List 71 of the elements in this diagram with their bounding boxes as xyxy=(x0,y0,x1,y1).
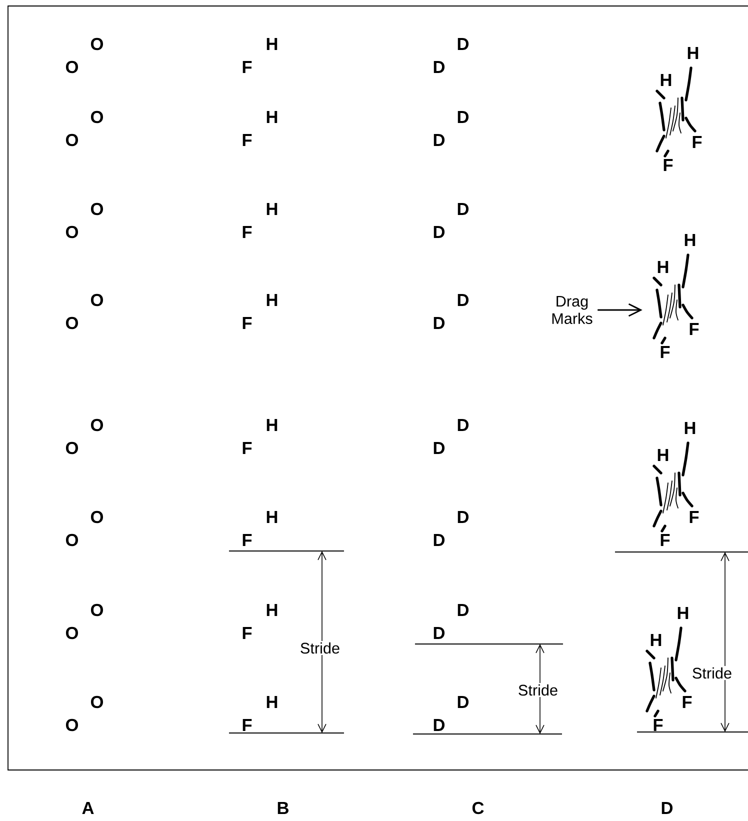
track-letter: D xyxy=(434,442,445,454)
track-letter: F xyxy=(242,534,252,546)
track-letter: O xyxy=(66,226,78,238)
track-letter: O xyxy=(90,202,104,216)
track-letter: O xyxy=(66,534,78,546)
drag-marks-label: Drag Marks xyxy=(552,296,592,324)
track-letter: O xyxy=(66,134,78,146)
column-label: C xyxy=(472,802,484,814)
track-letter: H xyxy=(266,511,278,523)
track-letter: F xyxy=(242,442,252,454)
track-letter: F xyxy=(660,534,670,546)
track-letter: O xyxy=(90,110,104,124)
track-letter: D xyxy=(434,719,445,731)
track-letter: D xyxy=(434,627,445,639)
stride-label: Stride xyxy=(516,683,560,697)
track-letter: D xyxy=(458,419,469,431)
column-label: A xyxy=(82,802,94,814)
track-letter: H xyxy=(266,419,278,431)
track-letter: H xyxy=(658,261,668,273)
track-letter: D xyxy=(434,226,445,238)
track-letter: H xyxy=(266,38,278,50)
track-letter: D xyxy=(434,134,445,146)
track-letter: F xyxy=(690,511,699,523)
track-letter: H xyxy=(266,604,278,616)
stride-label: Stride xyxy=(690,666,734,680)
track-letter: D xyxy=(458,38,469,50)
track-letter: O xyxy=(90,418,104,432)
track-letter: H xyxy=(688,47,698,59)
track-letter: D xyxy=(458,111,469,123)
track-letter: H xyxy=(660,74,672,86)
track-letter: D xyxy=(458,604,469,616)
track-letter: H xyxy=(266,696,278,708)
track-letter: H xyxy=(650,634,662,646)
track-letter: F xyxy=(690,323,699,335)
track-letter: O xyxy=(90,510,104,524)
track-letter: O xyxy=(66,60,78,74)
track-letter: H xyxy=(658,449,668,461)
track-letter: F xyxy=(654,719,663,731)
track-letter: F xyxy=(242,317,252,329)
track-letter: F xyxy=(682,696,692,708)
stride-label: Stride xyxy=(298,641,342,655)
track-letter: H xyxy=(266,111,278,123)
track-letter: D xyxy=(434,61,445,73)
track-letter: F xyxy=(242,134,252,146)
track-letter: H xyxy=(678,607,688,619)
track-letter: F xyxy=(692,136,702,148)
track-letter: O xyxy=(66,442,78,454)
track-letter: D xyxy=(434,317,445,329)
track-letter: O xyxy=(90,294,104,306)
track-letter: O xyxy=(66,316,78,330)
track-letter: O xyxy=(90,604,104,616)
track-letter: D xyxy=(434,534,445,546)
track-letter: H xyxy=(266,294,278,306)
track-letter: O xyxy=(66,626,78,640)
track-letter: F xyxy=(242,226,252,238)
track-letter: D xyxy=(458,294,469,306)
track-letter: D xyxy=(458,696,469,708)
track-letter: D xyxy=(458,511,469,523)
track-letter: D xyxy=(458,203,469,215)
column-label: D xyxy=(662,802,673,814)
track-letter: F xyxy=(242,61,252,73)
track-letter: F xyxy=(664,159,673,171)
track-letter: H xyxy=(266,203,278,215)
track-letter: O xyxy=(90,696,104,708)
track-letter: F xyxy=(242,719,252,731)
track-letter: H xyxy=(684,422,696,434)
track-letter: O xyxy=(66,718,78,732)
column-label: B xyxy=(278,802,288,814)
track-letter: F xyxy=(242,627,252,639)
arrow xyxy=(598,303,642,317)
track-letter: O xyxy=(90,38,104,50)
